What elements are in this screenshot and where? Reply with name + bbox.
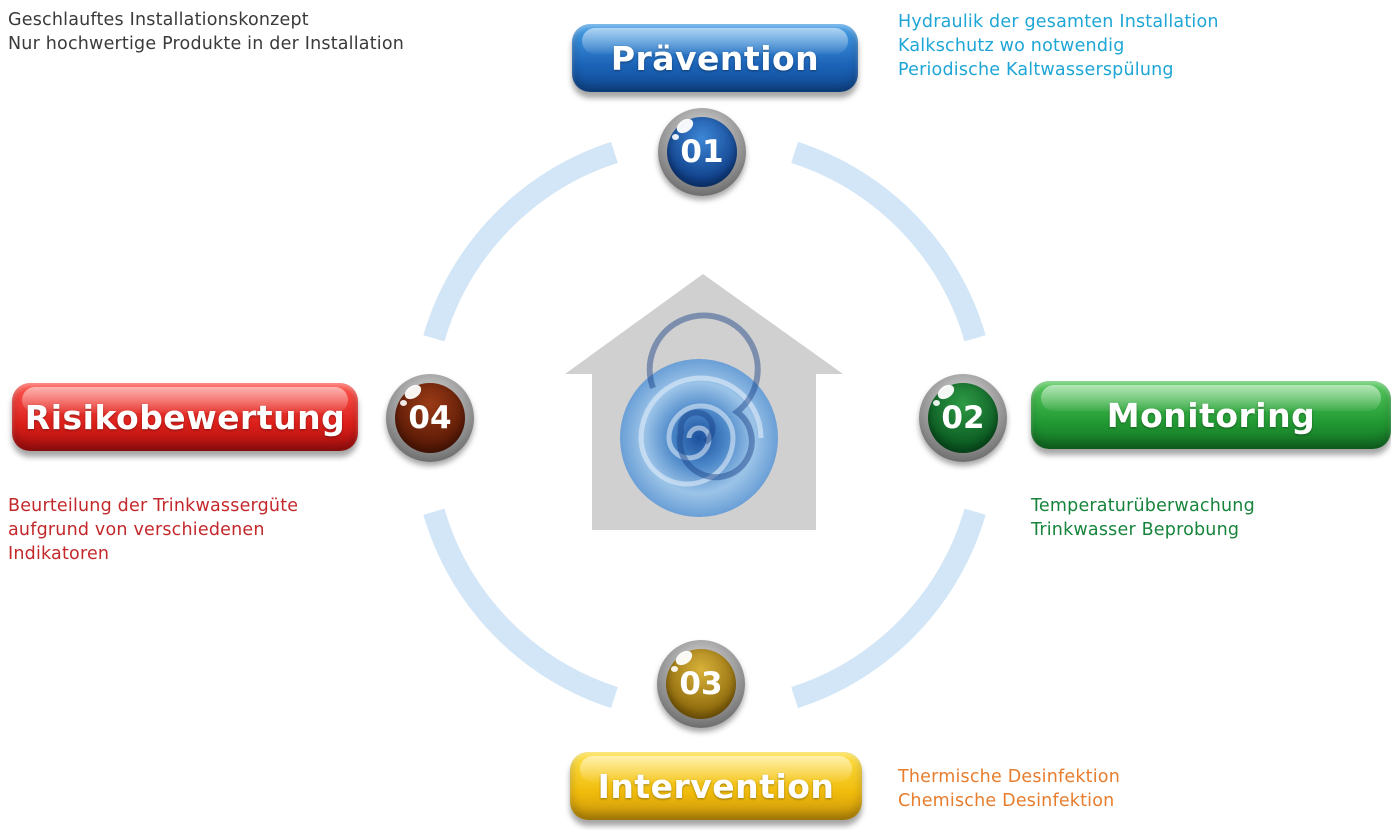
highlight-icon (672, 134, 679, 140)
monitoring-label: Monitoring (1031, 381, 1391, 449)
cycle-ring (423, 141, 986, 709)
intervention-label: Intervention (570, 752, 862, 820)
highlight-icon (933, 400, 940, 406)
step-number: 01 (667, 117, 737, 187)
intervention-label-text: Intervention (597, 766, 835, 806)
risk-assessment-label-text: Risikobewertung (24, 397, 346, 437)
text-line: Beurteilung der Trinkwassergüte (8, 496, 299, 516)
prevention-label: Prävention (572, 24, 858, 92)
text-line: Thermische Desinfektion (898, 767, 1120, 787)
text-line: Hydraulik der gesamten Installation (898, 12, 1219, 32)
highlight-icon (400, 400, 407, 406)
text-line: Chemische Desinfektion (898, 791, 1115, 811)
step-badge-02: 02 (919, 374, 1007, 462)
risk-notes: Beurteilung der Trinkwassergüte aufgrund… (8, 494, 298, 566)
monitoring-notes: Temperaturüberwachung Trinkwasser Beprob… (1031, 494, 1255, 542)
step-badge-01: 01 (658, 108, 746, 196)
prevention-notes: Hydraulik der gesamten Installation Kalk… (898, 10, 1219, 82)
step-badge-04: 04 (386, 374, 474, 462)
text-line: Temperaturüberwachung (1031, 496, 1255, 516)
text-line: Periodische Kaltwasserspülung (898, 60, 1174, 80)
text-line: Geschlauftes Installationskonzept (8, 10, 309, 30)
installation-notes: Geschlauftes Installationskonzept Nur ho… (8, 8, 404, 56)
water-swirl-icon (620, 312, 778, 517)
text-line: Indikatoren (8, 544, 110, 564)
text-line: aufgrund von verschiedenen (8, 520, 265, 540)
text-line: Nur hochwertige Produkte in der Installa… (8, 34, 405, 54)
prevention-label-text: Prävention (610, 38, 820, 78)
step-badge-03: 03 (657, 640, 745, 728)
risk-assessment-label: Risikobewertung (12, 383, 358, 451)
intervention-notes: Thermische Desinfektion Chemische Desinf… (898, 765, 1120, 813)
highlight-icon (671, 666, 678, 672)
monitoring-label-text: Monitoring (1106, 395, 1316, 435)
text-line: Trinkwasser Beprobung (1031, 520, 1240, 540)
text-line: Kalkschutz wo notwendig (898, 36, 1125, 56)
